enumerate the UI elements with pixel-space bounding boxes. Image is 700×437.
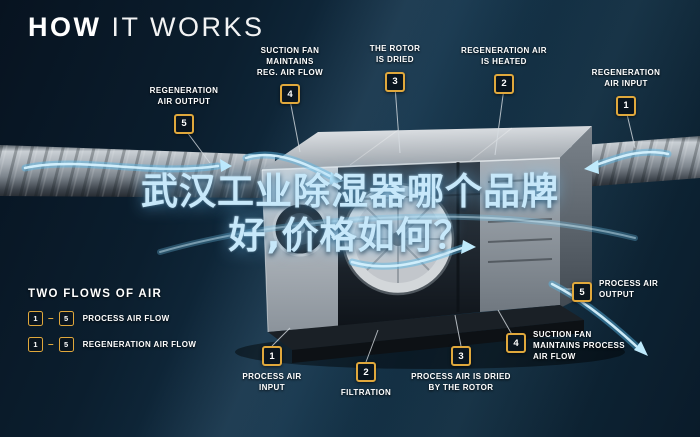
step-badge-process-3: 3 (451, 346, 471, 366)
callout-process-air-input: 1 PROCESS AIR INPUT (226, 346, 318, 394)
callout-suction-fan-process: 4 SUCTION FAN MAINTAINS PROCESS AIR FLOW (506, 330, 638, 362)
legend-badge-start: 1 (28, 311, 43, 326)
callout-process-air-output: 5 PROCESS AIR OUTPUT (572, 279, 692, 302)
step-badge-regen-3: 3 (385, 71, 405, 92)
callout-label: REGENERATION AIR OUTPUT (149, 86, 219, 106)
step-badge-regen-1: 1 (616, 95, 636, 116)
legend-row-process-air-flow: 1 – 5 PROCESS AIR FLOW (28, 311, 196, 326)
callout-label: FILTRATION (340, 388, 392, 397)
callout-process-air-dried-by-rotor: 3 PROCESS AIR IS DRIED BY THE ROTOR (390, 346, 532, 394)
callout-label: PROCESS AIR IS DRIED BY THE ROTOR (411, 372, 511, 392)
chinese-overlay-headline: 武汉工业除湿器哪个品牌 好,价格如何？ (0, 170, 700, 257)
callout-regeneration-air-heated: REGENERATION AIR IS HEATED 2 (448, 46, 560, 94)
airflow-swoosh-arrows (21, 148, 672, 356)
callout-rotor-is-dried: THE ROTOR IS DRIED 3 (350, 44, 440, 92)
callout-label: PROCESS AIR OUTPUT (599, 279, 659, 299)
callout-label: REGENERATION AIR INPUT (591, 68, 661, 88)
step-badge-process-5: 5 (572, 282, 592, 302)
unit-base (268, 305, 584, 350)
step-badge-process-2: 2 (356, 362, 376, 382)
callout-regeneration-air-output: REGENERATION AIR OUTPUT 5 (128, 86, 240, 134)
legend-dash: – (48, 339, 54, 350)
overlay-line-2: 好,价格如何？ (228, 213, 472, 257)
page-title: HOW IT WORKS (28, 12, 265, 43)
two-flows-legend: TWO FLOWS OF AIR 1 – 5 PROCESS AIR FLOW … (28, 288, 196, 352)
step-badge-regen-5: 5 (174, 113, 194, 134)
callout-label: SUCTION FAN MAINTAINS REG. AIR FLOW (256, 46, 324, 77)
legend-badge-start: 1 (28, 337, 43, 352)
dehumidifier-unit (261, 126, 592, 363)
step-badge-process-1: 1 (262, 346, 282, 366)
step-badge-regen-4: 4 (280, 84, 300, 105)
callout-label: THE ROTOR IS DRIED (369, 44, 421, 64)
legend-title: TWO FLOWS OF AIR (28, 288, 163, 300)
legend-dash: – (48, 313, 54, 324)
callout-suction-fan-reg: SUCTION FAN MAINTAINS REG. AIR FLOW 4 (238, 46, 342, 105)
callout-filtration: 2 FILTRATION (322, 362, 410, 399)
callout-regeneration-air-input: REGENERATION AIR INPUT 1 (578, 68, 674, 116)
right-spiral-duct (570, 136, 700, 188)
callout-label: PROCESS AIR INPUT (242, 372, 302, 392)
overlay-line-1: 武汉工业除湿器哪个品牌 (141, 170, 559, 213)
step-badge-process-4: 4 (506, 333, 526, 353)
legend-badge-end: 5 (58, 311, 74, 326)
legend-badge-end: 5 (58, 337, 74, 352)
callout-label: REGENERATION AIR IS HEATED (461, 46, 547, 66)
legend-label: REGENERATION AIR FLOW (82, 340, 197, 349)
title-light: IT WORKS (111, 12, 265, 42)
legend-row-regeneration-air-flow: 1 – 5 REGENERATION AIR FLOW (28, 337, 196, 352)
unit-base-front (292, 320, 584, 363)
callout-label: SUCTION FAN MAINTAINS PROCESS AIR FLOW (533, 330, 625, 361)
step-badge-regen-2: 2 (494, 73, 514, 94)
suction-fan (272, 201, 328, 257)
louver-panel (487, 178, 553, 263)
title-bold: HOW (28, 12, 102, 42)
legend-label: PROCESS AIR FLOW (82, 314, 170, 323)
